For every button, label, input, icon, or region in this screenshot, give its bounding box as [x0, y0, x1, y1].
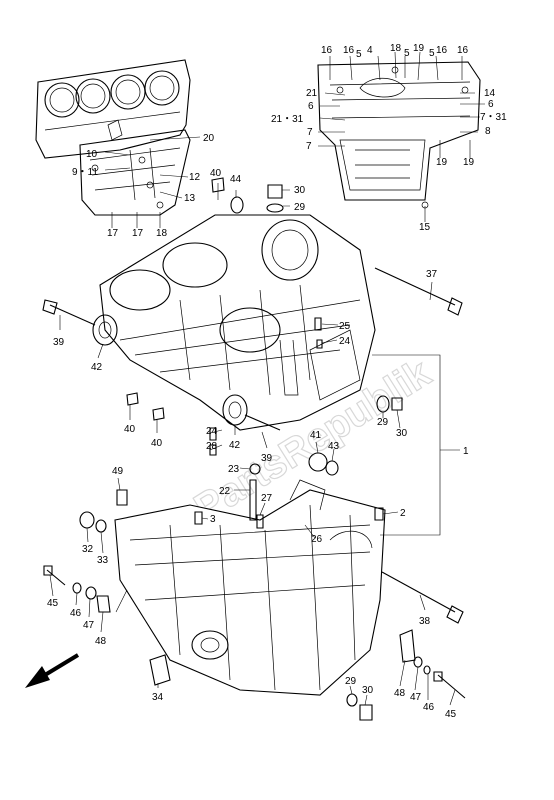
callout-9-11: 9・11 [72, 167, 98, 178]
leader-lines [49, 51, 485, 706]
callout-8: 8 [485, 126, 491, 137]
callout-17: 17 [107, 228, 119, 239]
callout-7: 7 [306, 141, 312, 152]
callout-40: 40 [210, 168, 222, 179]
callout-19: 19 [413, 43, 425, 54]
callout-25: 25 [339, 321, 351, 332]
callout-47: 47 [83, 620, 95, 631]
callout-21-31: 21・31 [271, 114, 304, 125]
callout-29: 29 [294, 202, 306, 213]
callout-16: 16 [321, 45, 333, 56]
callout-45: 45 [47, 598, 59, 609]
upper-crankcase [99, 214, 376, 431]
lower-crankcase [114, 479, 386, 696]
callout-42: 42 [229, 440, 241, 451]
callout-7: 7 [307, 127, 313, 138]
callout-7-31: 7・31 [480, 112, 507, 123]
callout-18: 18 [156, 228, 168, 239]
callout-19: 19 [436, 157, 448, 168]
callout-38: 38 [419, 616, 431, 627]
callout-5: 5 [356, 49, 362, 60]
upper-crankcase-top-view [35, 59, 191, 216]
callout-41: 41 [310, 430, 322, 441]
callout-16: 16 [343, 45, 355, 56]
callout-17: 17 [132, 228, 144, 239]
callout-28: 28 [206, 441, 218, 452]
callout-13: 13 [184, 193, 196, 204]
callout-30: 30 [294, 185, 306, 196]
callout-32: 32 [82, 544, 94, 555]
callout-3: 3 [210, 514, 216, 525]
callout-40: 40 [151, 438, 163, 449]
callout-19: 19 [463, 157, 475, 168]
fasteners-and-parts [42, 177, 466, 721]
callout-labels: 16 16 5 4 18 5 19 5 16 16 21 14 6 6 21・3… [47, 43, 507, 720]
callout-44: 44 [230, 174, 242, 185]
callout-24: 24 [206, 426, 218, 437]
callout-27: 27 [261, 493, 273, 504]
callout-29: 29 [377, 417, 389, 428]
callout-20: 20 [203, 133, 215, 144]
callout-18: 18 [390, 43, 402, 54]
callout-48: 48 [95, 636, 107, 647]
callout-37: 37 [426, 269, 438, 280]
callout-45: 45 [445, 709, 457, 720]
callout-26: 26 [311, 534, 323, 545]
callout-23: 23 [228, 464, 240, 475]
callout-40: 40 [124, 424, 136, 435]
callout-33: 33 [97, 555, 109, 566]
front-direction-arrow-icon [25, 653, 80, 688]
callout-16: 16 [436, 45, 448, 56]
callout-12: 12 [189, 172, 201, 183]
callout-34: 34 [152, 692, 164, 703]
callout-24: 24 [339, 336, 351, 347]
callout-5: 5 [429, 48, 435, 59]
callout-39: 39 [53, 337, 65, 348]
callout-30: 30 [362, 685, 374, 696]
callout-42: 42 [91, 362, 103, 373]
callout-47: 47 [410, 692, 422, 703]
callout-46: 46 [70, 608, 82, 619]
callout-48: 48 [394, 688, 406, 699]
callout-22: 22 [219, 486, 231, 497]
callout-29: 29 [345, 676, 357, 687]
callout-15: 15 [419, 222, 431, 233]
callout-4: 4 [367, 45, 373, 56]
callout-30: 30 [396, 428, 408, 439]
callout-10: 10 [86, 149, 98, 160]
callout-21: 21 [306, 88, 318, 99]
callout-39: 39 [261, 453, 273, 464]
callout-16: 16 [457, 45, 469, 56]
callout-14: 14 [484, 88, 496, 99]
callout-5: 5 [404, 48, 410, 59]
lower-crankcase-bottom-view [317, 61, 481, 209]
callout-46: 46 [423, 702, 435, 713]
callout-49: 49 [112, 466, 124, 477]
callout-6: 6 [308, 101, 314, 112]
callout-2: 2 [400, 508, 406, 519]
callout-43: 43 [328, 441, 340, 452]
callout-6: 6 [488, 99, 494, 110]
callout-1: 1 [463, 446, 469, 457]
